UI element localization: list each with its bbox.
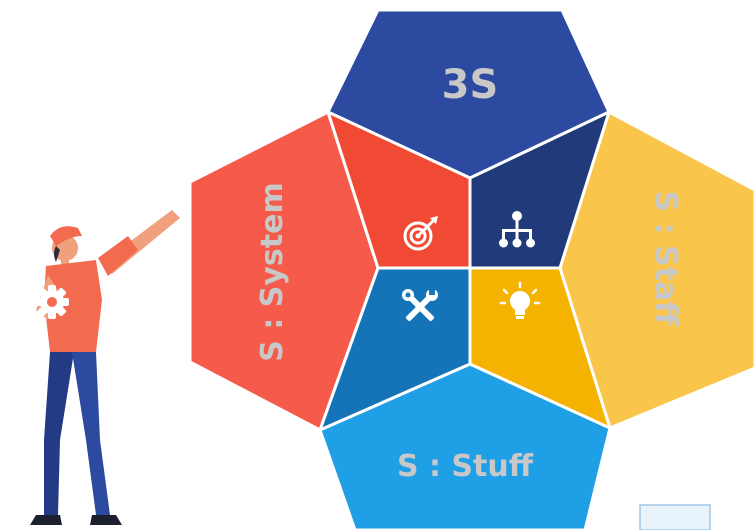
org-chart-icon <box>499 211 535 248</box>
center-yellow-segment <box>468 266 613 431</box>
label-stuff: S : Stuff <box>397 449 534 484</box>
corner-frame <box>639 504 711 530</box>
tools-icon <box>402 289 438 322</box>
label-staff: S : Staff <box>648 191 683 327</box>
lightbulb-icon <box>499 281 541 319</box>
gear-icon <box>35 285 69 319</box>
person-illustration <box>30 210 180 525</box>
target-icon <box>403 216 438 251</box>
label-system: S : System <box>255 182 290 361</box>
diagram-title: 3S <box>442 62 499 108</box>
